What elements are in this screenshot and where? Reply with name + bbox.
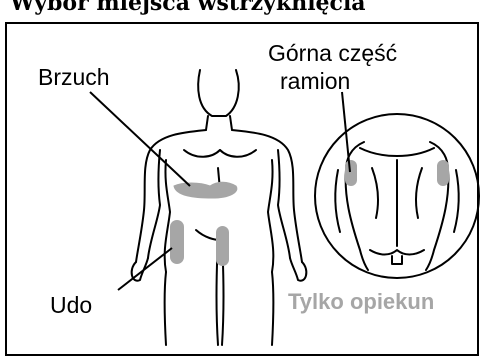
upper-arms-label-line2: ramion <box>280 67 350 95</box>
upper-arm-site-right <box>437 160 449 186</box>
upper-arms-leader-line <box>342 92 350 172</box>
abdomen-label: Brzuch <box>38 63 110 91</box>
thigh-site-left <box>170 220 184 264</box>
upper-arm-site-left <box>345 160 357 186</box>
abdomen-leader-line <box>90 92 190 186</box>
upper-arms-label-line1: Górna część <box>268 39 397 67</box>
abdomen-site <box>174 182 237 198</box>
thigh-label: Udo <box>50 291 92 319</box>
thigh-leader-line <box>118 248 172 290</box>
caregiver-only-label: Tylko opiekun <box>288 288 434 316</box>
front-body-figure <box>132 70 307 345</box>
thigh-site-right <box>216 226 229 266</box>
back-view-circle <box>315 114 479 278</box>
